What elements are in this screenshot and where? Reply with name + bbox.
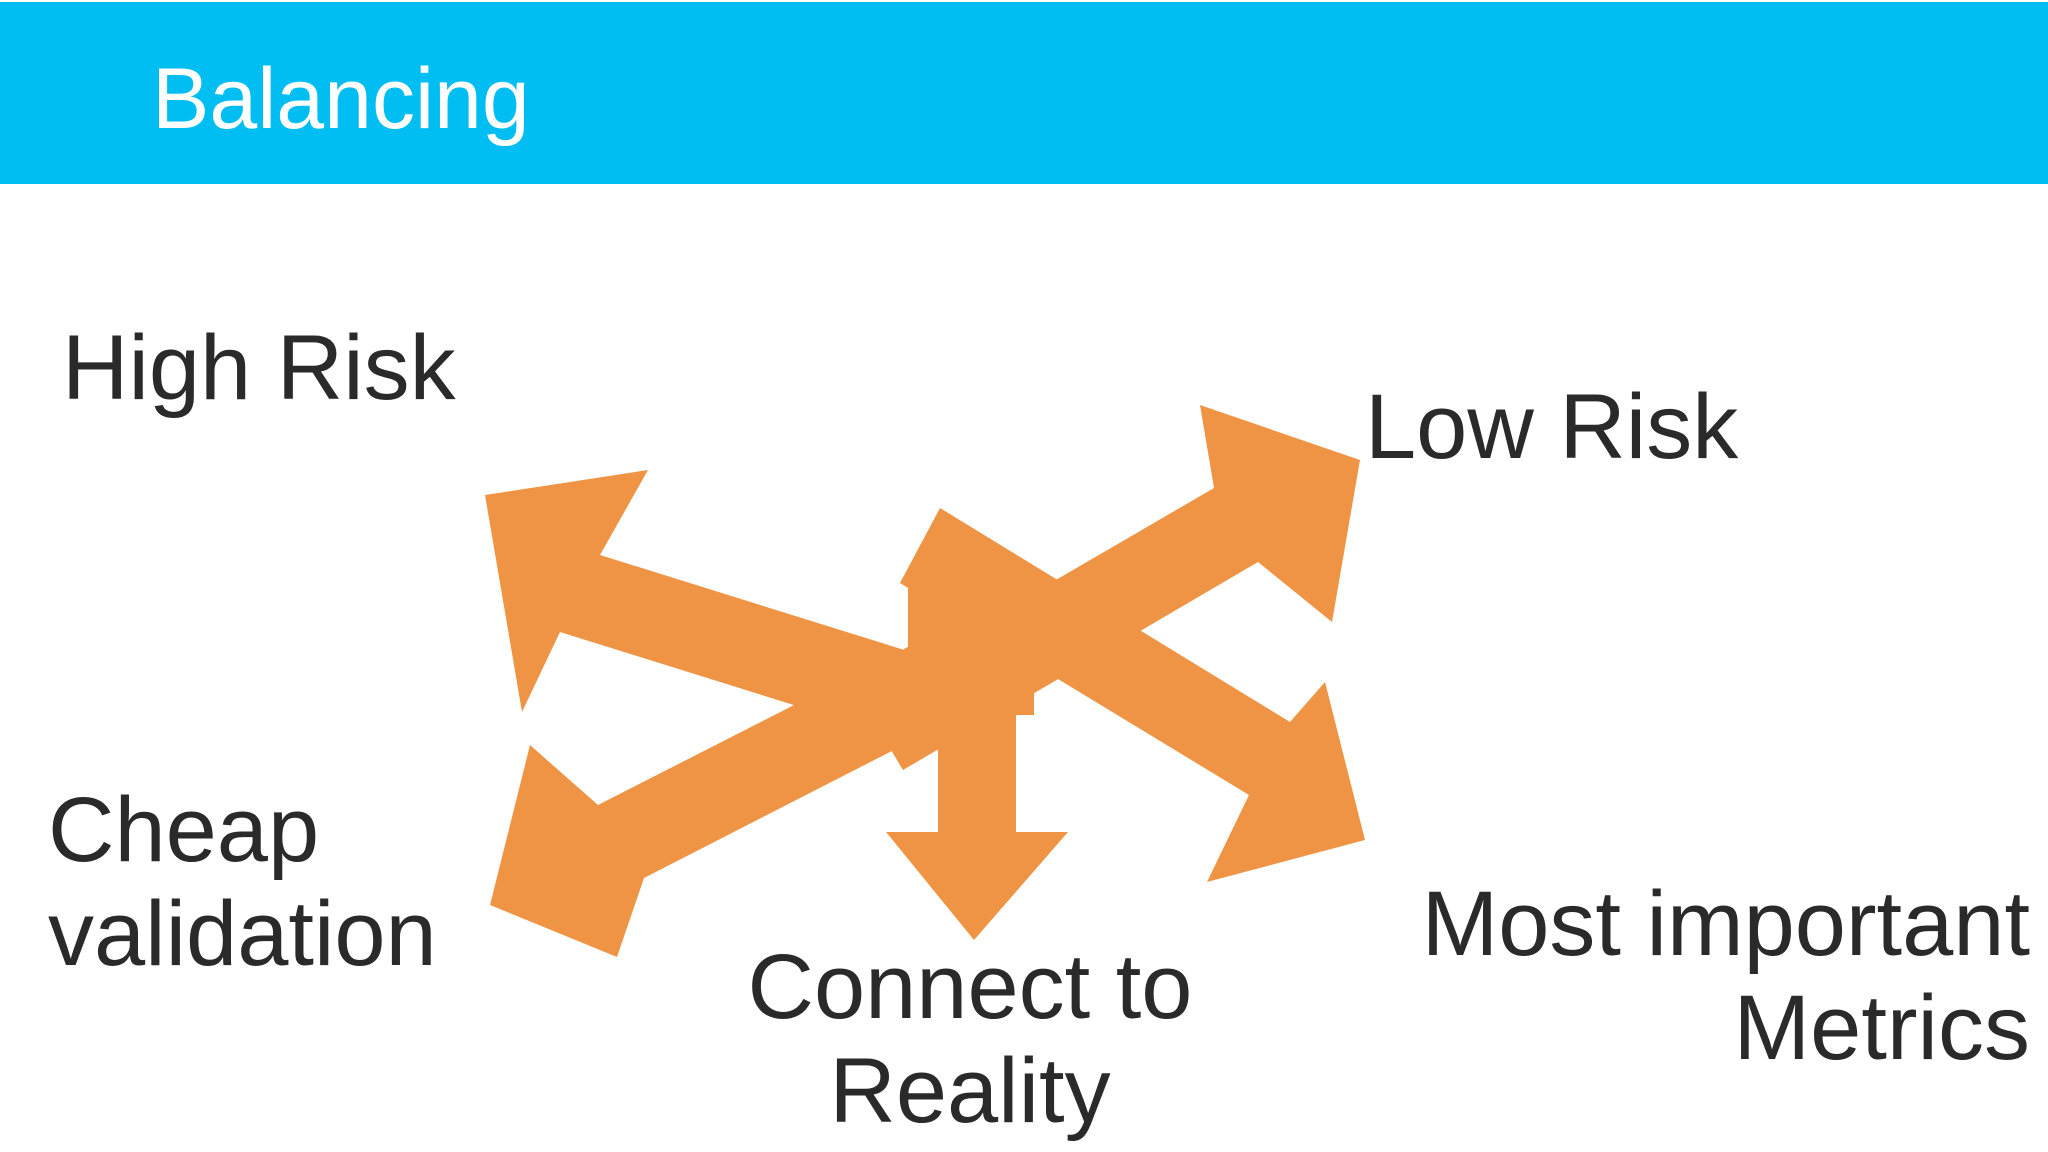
label-most-important-metrics: Most important Metrics xyxy=(1421,873,2030,1079)
title-band: Balancing xyxy=(0,2,2048,184)
label-high-risk: High Risk xyxy=(62,317,456,419)
label-connect-to-reality: Connect to Reality xyxy=(747,936,1193,1142)
label-low-risk: Low Risk xyxy=(1365,376,1739,478)
page-title: Balancing xyxy=(152,51,530,147)
label-cheap-validation: Cheap validation xyxy=(48,779,437,985)
